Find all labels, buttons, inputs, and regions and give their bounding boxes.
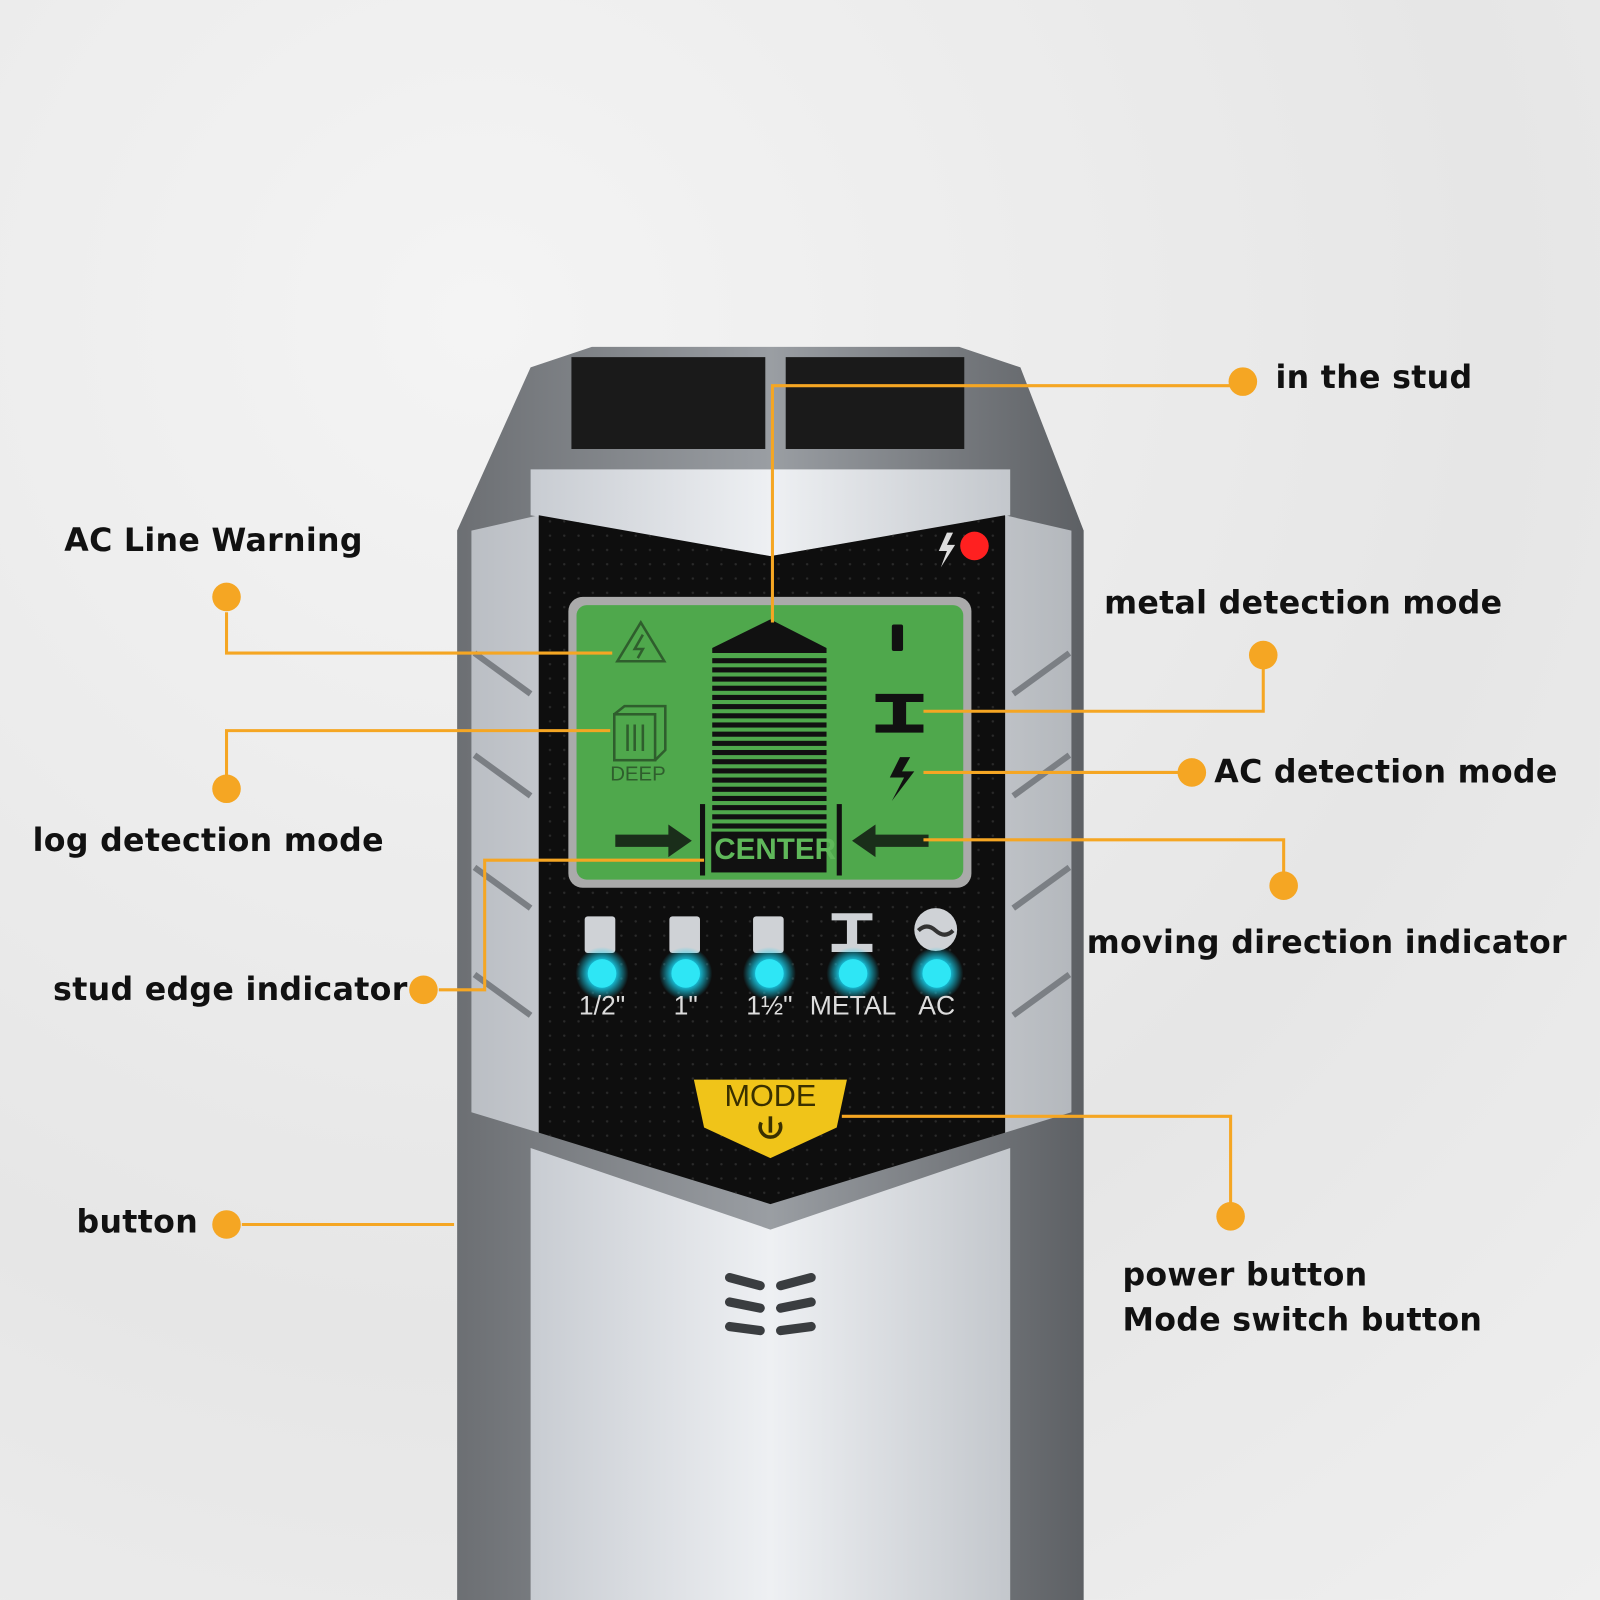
indicator-label: 1/2" (578, 989, 626, 1021)
bar-segment (712, 740, 827, 746)
indicator-label: AC (918, 989, 956, 1021)
bar-segment (712, 749, 827, 756)
indicator-label: METAL (809, 989, 897, 1021)
deep-icon (613, 704, 667, 762)
label-log-detection-mode: log detection mode (32, 822, 384, 860)
label-metal-detection-mode: metal detection mode (1104, 584, 1503, 622)
bar-segment (712, 667, 827, 673)
indicator-led-core (922, 959, 952, 988)
label-mode-switch-button: Mode switch button (1122, 1302, 1483, 1339)
callout-lines (224, 384, 1286, 1227)
bar-segment (712, 685, 827, 691)
bar-segment (712, 759, 827, 765)
metal-i-beam-icon (875, 693, 924, 733)
bar-segment (712, 704, 827, 710)
ac-warning-icon (615, 619, 667, 663)
bar-segment (712, 713, 827, 719)
bar-segment (712, 768, 827, 774)
bar-segment (712, 694, 827, 700)
battery-icon (891, 624, 904, 652)
warning-led (960, 531, 989, 561)
indicator-label: 1½" (746, 989, 793, 1021)
ac-lightning-icon (889, 757, 915, 802)
stud-bar-graph (712, 619, 827, 654)
label-ac-detection-mode: AC detection mode (1214, 754, 1558, 791)
label-moving-direction-indicator: moving direction indicator (1086, 924, 1567, 962)
stud-edge-left (699, 804, 706, 876)
bar-segment (712, 814, 827, 820)
bar-segment (712, 795, 827, 802)
bar-segment (712, 722, 827, 728)
bar-segment (712, 676, 827, 682)
lightning-icon (938, 532, 956, 568)
label-ac-line-warning: AC Line Warning (64, 522, 363, 560)
arrow-left-icon (852, 824, 929, 858)
bar-segment (712, 786, 827, 792)
label-stud-edge-indicator: stud edge indicator (53, 971, 408, 1009)
bar-segment (712, 777, 827, 783)
sensor-pads (571, 357, 965, 449)
speaker-grille (724, 1272, 816, 1336)
bar-segment (712, 731, 827, 737)
label-in-the-stud: in the stud (1275, 359, 1473, 396)
stud-edge-right (836, 804, 842, 876)
indicator-led-core (671, 959, 700, 988)
deep-label: DEEP (610, 763, 666, 786)
center-label: CENTER (714, 833, 836, 867)
indicator-led-core (587, 959, 617, 988)
indicator-led-core (755, 959, 784, 988)
arrow-right-icon (615, 824, 692, 858)
power-icon (758, 1116, 783, 1139)
bar-segment (712, 658, 827, 664)
callout-dots (212, 367, 1298, 1239)
mode-button-label[interactable]: MODE (724, 1079, 817, 1114)
bar-segment (712, 805, 827, 811)
bar-segment (712, 823, 827, 829)
label-power-button: power button (1122, 1257, 1368, 1294)
indicator-label: 1" (673, 989, 698, 1021)
indicator-led-core (838, 959, 868, 988)
label-button: button (76, 1204, 199, 1241)
